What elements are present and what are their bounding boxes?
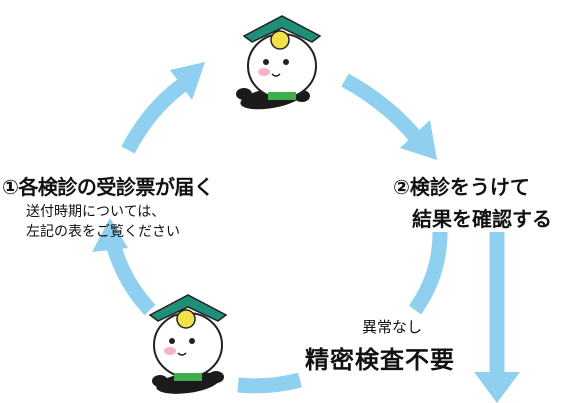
arrowhead-to-step1	[92, 218, 128, 252]
mascot-character-icon	[148, 294, 228, 394]
step2-title-line2: 結果を確認する	[412, 207, 552, 231]
step1-title: ①各検診の受診票が届く	[2, 175, 214, 199]
result-status-small: 異常なし	[362, 318, 423, 336]
arrow-right-down	[408, 231, 448, 315]
arrow-bottom-left	[104, 238, 156, 316]
cycle-arrows	[104, 73, 505, 394]
arrowhead-to-step2	[400, 120, 437, 160]
step1-note-line2: 左記の表をご覧ください	[26, 224, 180, 240]
arrowhead-down	[474, 372, 520, 403]
arrow-heads	[92, 62, 520, 403]
arrow-top-right	[341, 73, 424, 145]
result-status-big: 精密検査不要	[305, 346, 455, 374]
arrow-bottom	[237, 372, 302, 394]
mascot-character-icon	[236, 15, 322, 110]
step2-title-line1: ②検診をうけて	[393, 175, 530, 199]
step1-note: 送付時期については、 左記の表をご覧ください	[26, 202, 180, 242]
arrowhead-to-top-mascot	[170, 62, 205, 100]
arrow-top-left	[121, 76, 190, 154]
step1-note-line1: 送付時期については、	[26, 204, 166, 220]
